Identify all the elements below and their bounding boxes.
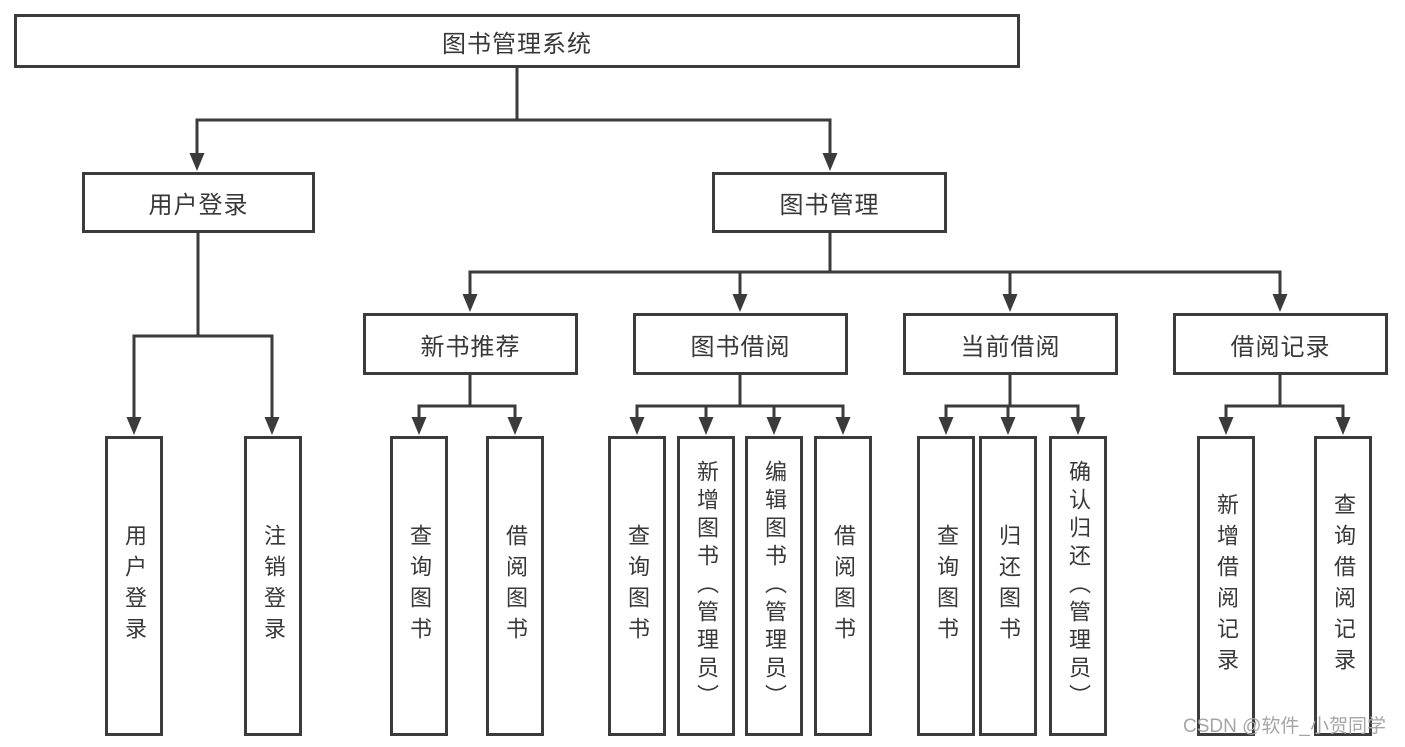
- node-user-login: 用户登录: [82, 172, 315, 233]
- node-new-book-recommend-label: 新书推荐: [420, 333, 521, 361]
- node-root-label: 图书管理系统: [442, 30, 592, 58]
- leaf-return-books: 归还图书: [979, 436, 1037, 736]
- node-book-management-label: 图书管理: [779, 192, 880, 219]
- leaf-add-borrow-record: 新增借阅记录: [1197, 436, 1255, 736]
- node-root: 图书管理系统: [14, 14, 1020, 68]
- leaf-logout: 注销登录: [244, 436, 302, 736]
- leaf-query-books-1-label: 查询图书: [407, 524, 432, 648]
- leaf-edit-books-admin-label: 编辑图书（管理员）: [762, 460, 787, 712]
- leaf-query-books-1: 查询图书: [390, 436, 448, 736]
- leaf-confirm-return-admin-label: 确认归还（管理员）: [1066, 460, 1091, 712]
- leaf-query-borrow-record-label: 查询借阅记录: [1331, 493, 1356, 679]
- leaf-add-books-admin: 新增图书（管理员）: [677, 436, 735, 736]
- node-book-borrow: 图书借阅: [633, 313, 848, 375]
- leaf-edit-books-admin: 编辑图书（管理员）: [745, 436, 803, 736]
- node-current-borrow-label: 当前借阅: [960, 333, 1061, 361]
- node-book-borrow-label: 图书借阅: [690, 333, 791, 361]
- arrowheads: [126, 153, 1351, 435]
- node-user-login-label: 用户登录: [148, 192, 249, 219]
- watermark: CSDN @软件_小贺同学: [1183, 716, 1386, 737]
- leaf-user-login: 用户登录: [105, 436, 163, 736]
- leaf-borrow-books-2-label: 借阅图书: [831, 524, 856, 648]
- leaf-query-borrow-record: 查询借阅记录: [1314, 436, 1372, 736]
- leaf-borrow-books-1: 借阅图书: [486, 436, 544, 736]
- leaf-query-books-2: 查询图书: [608, 436, 666, 736]
- node-borrow-records: 借阅记录: [1173, 313, 1388, 375]
- leaf-query-books-2-label: 查询图书: [625, 524, 650, 648]
- node-book-management: 图书管理: [712, 172, 947, 233]
- leaf-return-books-label: 归还图书: [996, 524, 1021, 648]
- leaf-logout-label: 注销登录: [261, 524, 286, 648]
- leaf-user-login-label: 用户登录: [122, 524, 147, 648]
- node-borrow-records-label: 借阅记录: [1230, 333, 1331, 361]
- node-current-borrow: 当前借阅: [903, 313, 1118, 375]
- leaf-add-books-admin-label: 新增图书（管理员）: [694, 460, 719, 712]
- leaf-borrow-books-1-label: 借阅图书: [503, 524, 528, 648]
- leaf-confirm-return-admin: 确认归还（管理员）: [1049, 436, 1107, 736]
- leaf-query-books-3: 查询图书: [917, 436, 975, 736]
- leaf-borrow-books-2: 借阅图书: [814, 436, 872, 736]
- leaf-query-books-3-label: 查询图书: [934, 524, 959, 648]
- leaf-add-borrow-record-label: 新增借阅记录: [1214, 493, 1239, 679]
- node-new-book-recommend: 新书推荐: [363, 313, 578, 375]
